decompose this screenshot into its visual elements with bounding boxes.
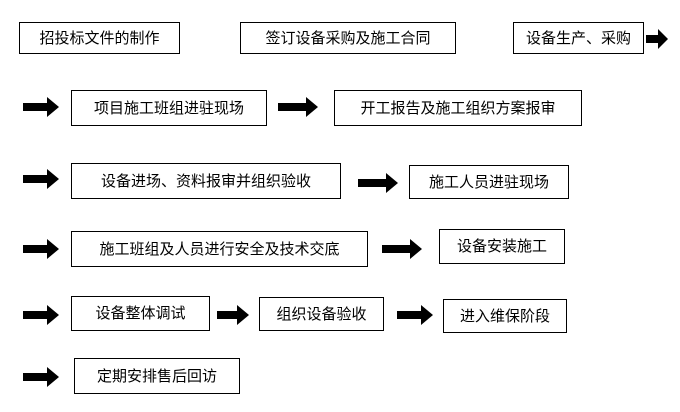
step-box: 项目施工班组进驻现场 xyxy=(71,90,267,126)
right-arrow-icon xyxy=(278,97,318,117)
step-box: 组织设备验收 xyxy=(259,297,384,331)
right-arrow-icon xyxy=(23,97,59,117)
step-box: 定期安排售后回访 xyxy=(74,358,240,394)
step-box: 设备生产、采购 xyxy=(513,22,644,54)
right-arrow-icon xyxy=(23,169,59,189)
right-arrow-icon xyxy=(23,239,59,259)
step-box: 进入维保阶段 xyxy=(443,299,567,333)
step-box: 施工班组及人员进行安全及技术交底 xyxy=(71,231,368,267)
right-arrow-icon xyxy=(23,305,59,325)
right-arrow-icon xyxy=(646,29,668,49)
step-box: 施工人员进驻现场 xyxy=(409,165,569,199)
right-arrow-icon xyxy=(397,305,433,325)
right-arrow-icon xyxy=(217,305,249,325)
step-box: 开工报告及施工组织方案报审 xyxy=(334,90,582,126)
step-box: 签订设备采购及施工合同 xyxy=(240,22,456,54)
step-box: 设备安装施工 xyxy=(439,229,565,264)
step-box: 设备整体调试 xyxy=(71,296,210,331)
right-arrow-icon xyxy=(382,239,422,259)
step-box: 设备进场、资料报审并组织验收 xyxy=(71,163,341,199)
right-arrow-icon xyxy=(23,367,59,387)
step-box: 招投标文件的制作 xyxy=(19,22,180,54)
right-arrow-icon xyxy=(358,173,398,193)
